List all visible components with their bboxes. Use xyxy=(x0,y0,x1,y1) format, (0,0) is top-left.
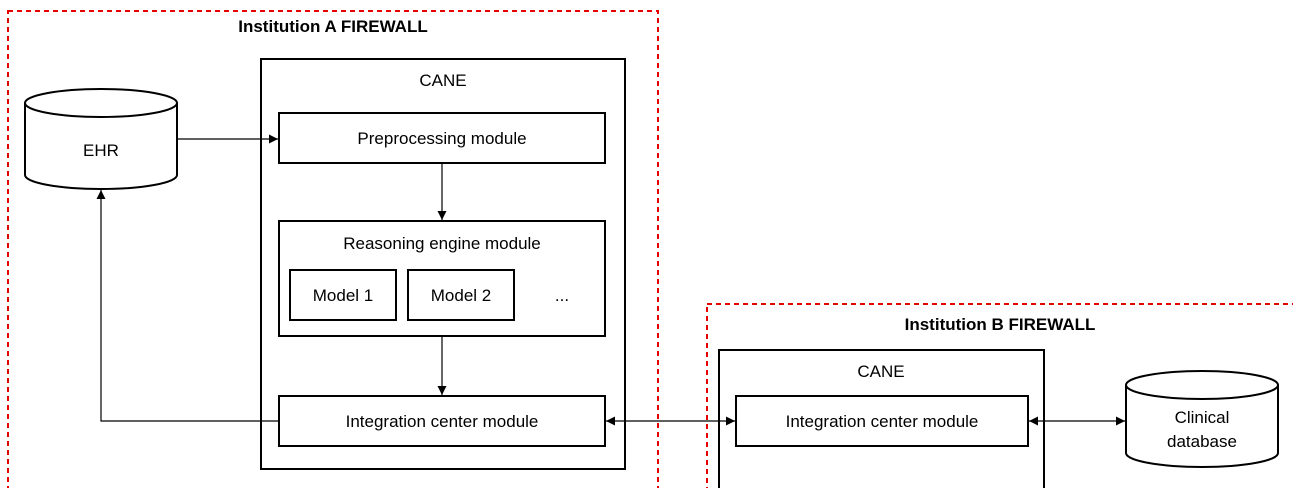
clinical-database: Clinical database xyxy=(1125,370,1279,468)
institution-a-integration-center-label: Integration center module xyxy=(346,412,539,431)
integration-to-ehr-arrow xyxy=(96,190,279,422)
ehr-database: EHR xyxy=(24,88,178,190)
model-2-box xyxy=(407,269,515,321)
model-2-label: Model 2 xyxy=(431,286,491,305)
institution-b-cane-label: CANE xyxy=(857,362,904,381)
more-models-ellipsis: ... xyxy=(555,286,569,305)
ehr-label: EHR xyxy=(83,141,119,160)
institution-b-integration-center-module xyxy=(735,395,1029,447)
institution-b-firewall-label: Institution B FIREWALL xyxy=(905,315,1096,334)
institution-a-integration-center-module xyxy=(278,395,606,447)
reasoning-engine-module-label: Reasoning engine module xyxy=(343,234,541,253)
preprocessing-module xyxy=(278,112,606,164)
institution-a-firewall-label: Institution A FIREWALL xyxy=(238,17,427,36)
clinical-database-label-line1: Clinical xyxy=(1175,408,1230,427)
preprocessing-module-label: Preprocessing module xyxy=(357,129,526,148)
clinical-database-label-line2: database xyxy=(1167,432,1237,451)
model-1-label: Model 1 xyxy=(313,286,373,305)
institution-a-cane-label: CANE xyxy=(419,71,466,90)
model-1-box xyxy=(289,269,397,321)
institution-a-firewall-boundary xyxy=(7,10,659,488)
institution-b-integration-center-label: Integration center module xyxy=(786,412,979,431)
